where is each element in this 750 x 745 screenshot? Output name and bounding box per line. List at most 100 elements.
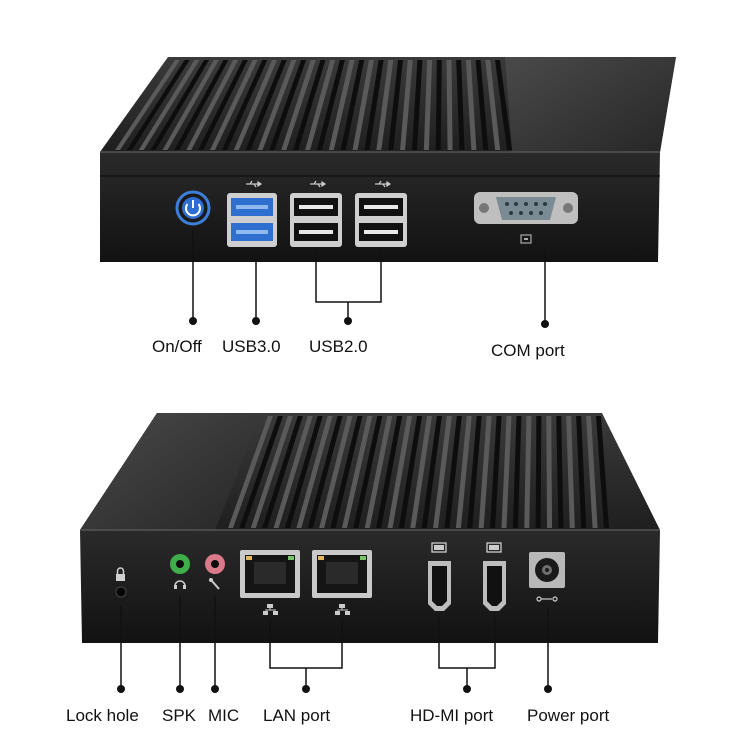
- heatsink-fin: [444, 416, 462, 528]
- heatsink-fin: [210, 60, 258, 150]
- heatsink-fin: [245, 60, 287, 150]
- heatsink-fin: [485, 60, 501, 150]
- com-port: [474, 192, 578, 244]
- heatsink-fin: [467, 416, 482, 528]
- network-icon: [263, 604, 278, 615]
- heatsink-fin: [138, 60, 200, 150]
- heatsink-fin: [524, 416, 532, 528]
- heatsink-fin: [319, 416, 353, 528]
- dc-power-port: [529, 552, 565, 602]
- display-icon: [431, 542, 447, 553]
- heatsink-fin: [126, 60, 190, 150]
- heatsink-fin: [376, 60, 394, 150]
- heatsink-fin: [546, 416, 553, 528]
- usb-icon: [310, 180, 327, 188]
- heatsink-fin: [512, 416, 522, 528]
- mic-jack: [205, 554, 225, 590]
- heatsink-fin: [257, 60, 297, 150]
- heatsink-fin: [353, 416, 383, 528]
- usb3-ports: [227, 193, 277, 247]
- bottom-unit-heatsink-fins: [228, 416, 609, 528]
- headphone-icon: [174, 580, 186, 589]
- heatsink-fin: [478, 416, 492, 528]
- heatsink-fin: [328, 60, 355, 150]
- label-spk: SPK: [162, 706, 197, 725]
- heatsink-fin: [115, 60, 180, 150]
- spk-jack: [170, 554, 190, 589]
- bottom-unit-callout-lines: [117, 596, 552, 693]
- usb-icon: [375, 180, 392, 188]
- heatsink-fin: [596, 416, 609, 528]
- network-icon: [335, 604, 350, 615]
- heatsink-fin: [296, 416, 333, 528]
- power-button: [175, 190, 211, 226]
- heatsink-fin: [228, 416, 273, 528]
- hdmi-port-left: [428, 542, 451, 611]
- heatsink-fin: [284, 416, 323, 528]
- heatsink-fin: [307, 416, 343, 528]
- heatsink-fin: [398, 416, 423, 528]
- hdmi-port-right: [483, 542, 506, 611]
- heatsink-fin: [262, 416, 303, 528]
- heatsink-fin: [455, 416, 472, 528]
- heatsink-fin: [150, 60, 210, 150]
- usb2-ports-right: [355, 193, 407, 247]
- heatsink-fin: [465, 60, 477, 150]
- lock-hole: [115, 567, 127, 598]
- display-icon: [486, 542, 502, 553]
- heatsink-fin: [186, 60, 239, 150]
- heatsink-fin: [330, 416, 363, 528]
- heatsink-fin: [421, 416, 442, 528]
- heatsink-fin: [410, 416, 433, 528]
- label-hdmi-port: HD-MI port: [410, 706, 494, 725]
- heatsink-fin: [293, 60, 326, 150]
- lan-port-left: [240, 550, 300, 598]
- heatsink-fin: [364, 60, 384, 150]
- heatsink-fin: [352, 60, 374, 150]
- heatsink-fin: [221, 60, 268, 150]
- usb2-ports-left: [290, 193, 342, 247]
- heatsink-fin: [239, 416, 283, 528]
- heatsink-fin: [400, 60, 413, 150]
- heatsink-fin: [411, 60, 423, 150]
- label-on-off: On/Off: [152, 337, 202, 356]
- dc-power-icon: [536, 596, 558, 602]
- heatsink-fin: [305, 60, 336, 150]
- heatsink-fin: [273, 416, 313, 528]
- heatsink-fin: [475, 60, 489, 150]
- heatsink-fin: [281, 60, 316, 150]
- heatsink-fin: [316, 60, 345, 150]
- heatsink-fin: [387, 416, 413, 528]
- serial-port-icon: [520, 234, 532, 244]
- heatsink-fin: [376, 416, 403, 528]
- heatsink-fin: [586, 416, 598, 528]
- label-usb3: USB3.0: [222, 337, 281, 356]
- top-unit-heatsink-fins: [115, 60, 512, 150]
- heatsink-fin: [174, 60, 229, 150]
- usb-icon: [246, 180, 263, 188]
- lock-icon: [116, 567, 125, 581]
- label-com-port: COM port: [491, 341, 565, 360]
- heatsink-fin: [576, 416, 587, 528]
- label-power-port: Power port: [527, 706, 610, 725]
- power-button-icon: [185, 200, 201, 217]
- heatsink-fin: [162, 60, 219, 150]
- heatsink-fin: [233, 60, 277, 150]
- top-unit-callout-lines: [189, 230, 549, 328]
- lan-port-right: [312, 550, 372, 598]
- heatsink-fin: [495, 60, 512, 150]
- heatsink-fin: [388, 60, 404, 150]
- heatsink-fin: [250, 416, 293, 528]
- microphone-icon: [209, 578, 220, 590]
- label-lan-port: LAN port: [263, 706, 331, 725]
- heatsink-fin: [490, 416, 502, 528]
- label-usb2: USB2.0: [309, 337, 368, 356]
- heatsink-fin: [198, 60, 248, 150]
- heatsink-fin: [566, 416, 575, 528]
- label-lock-hole: Lock hole: [66, 706, 139, 725]
- heatsink-fin: [446, 60, 453, 150]
- heatsink-fin: [340, 60, 365, 150]
- heatsink-fin: [435, 60, 442, 150]
